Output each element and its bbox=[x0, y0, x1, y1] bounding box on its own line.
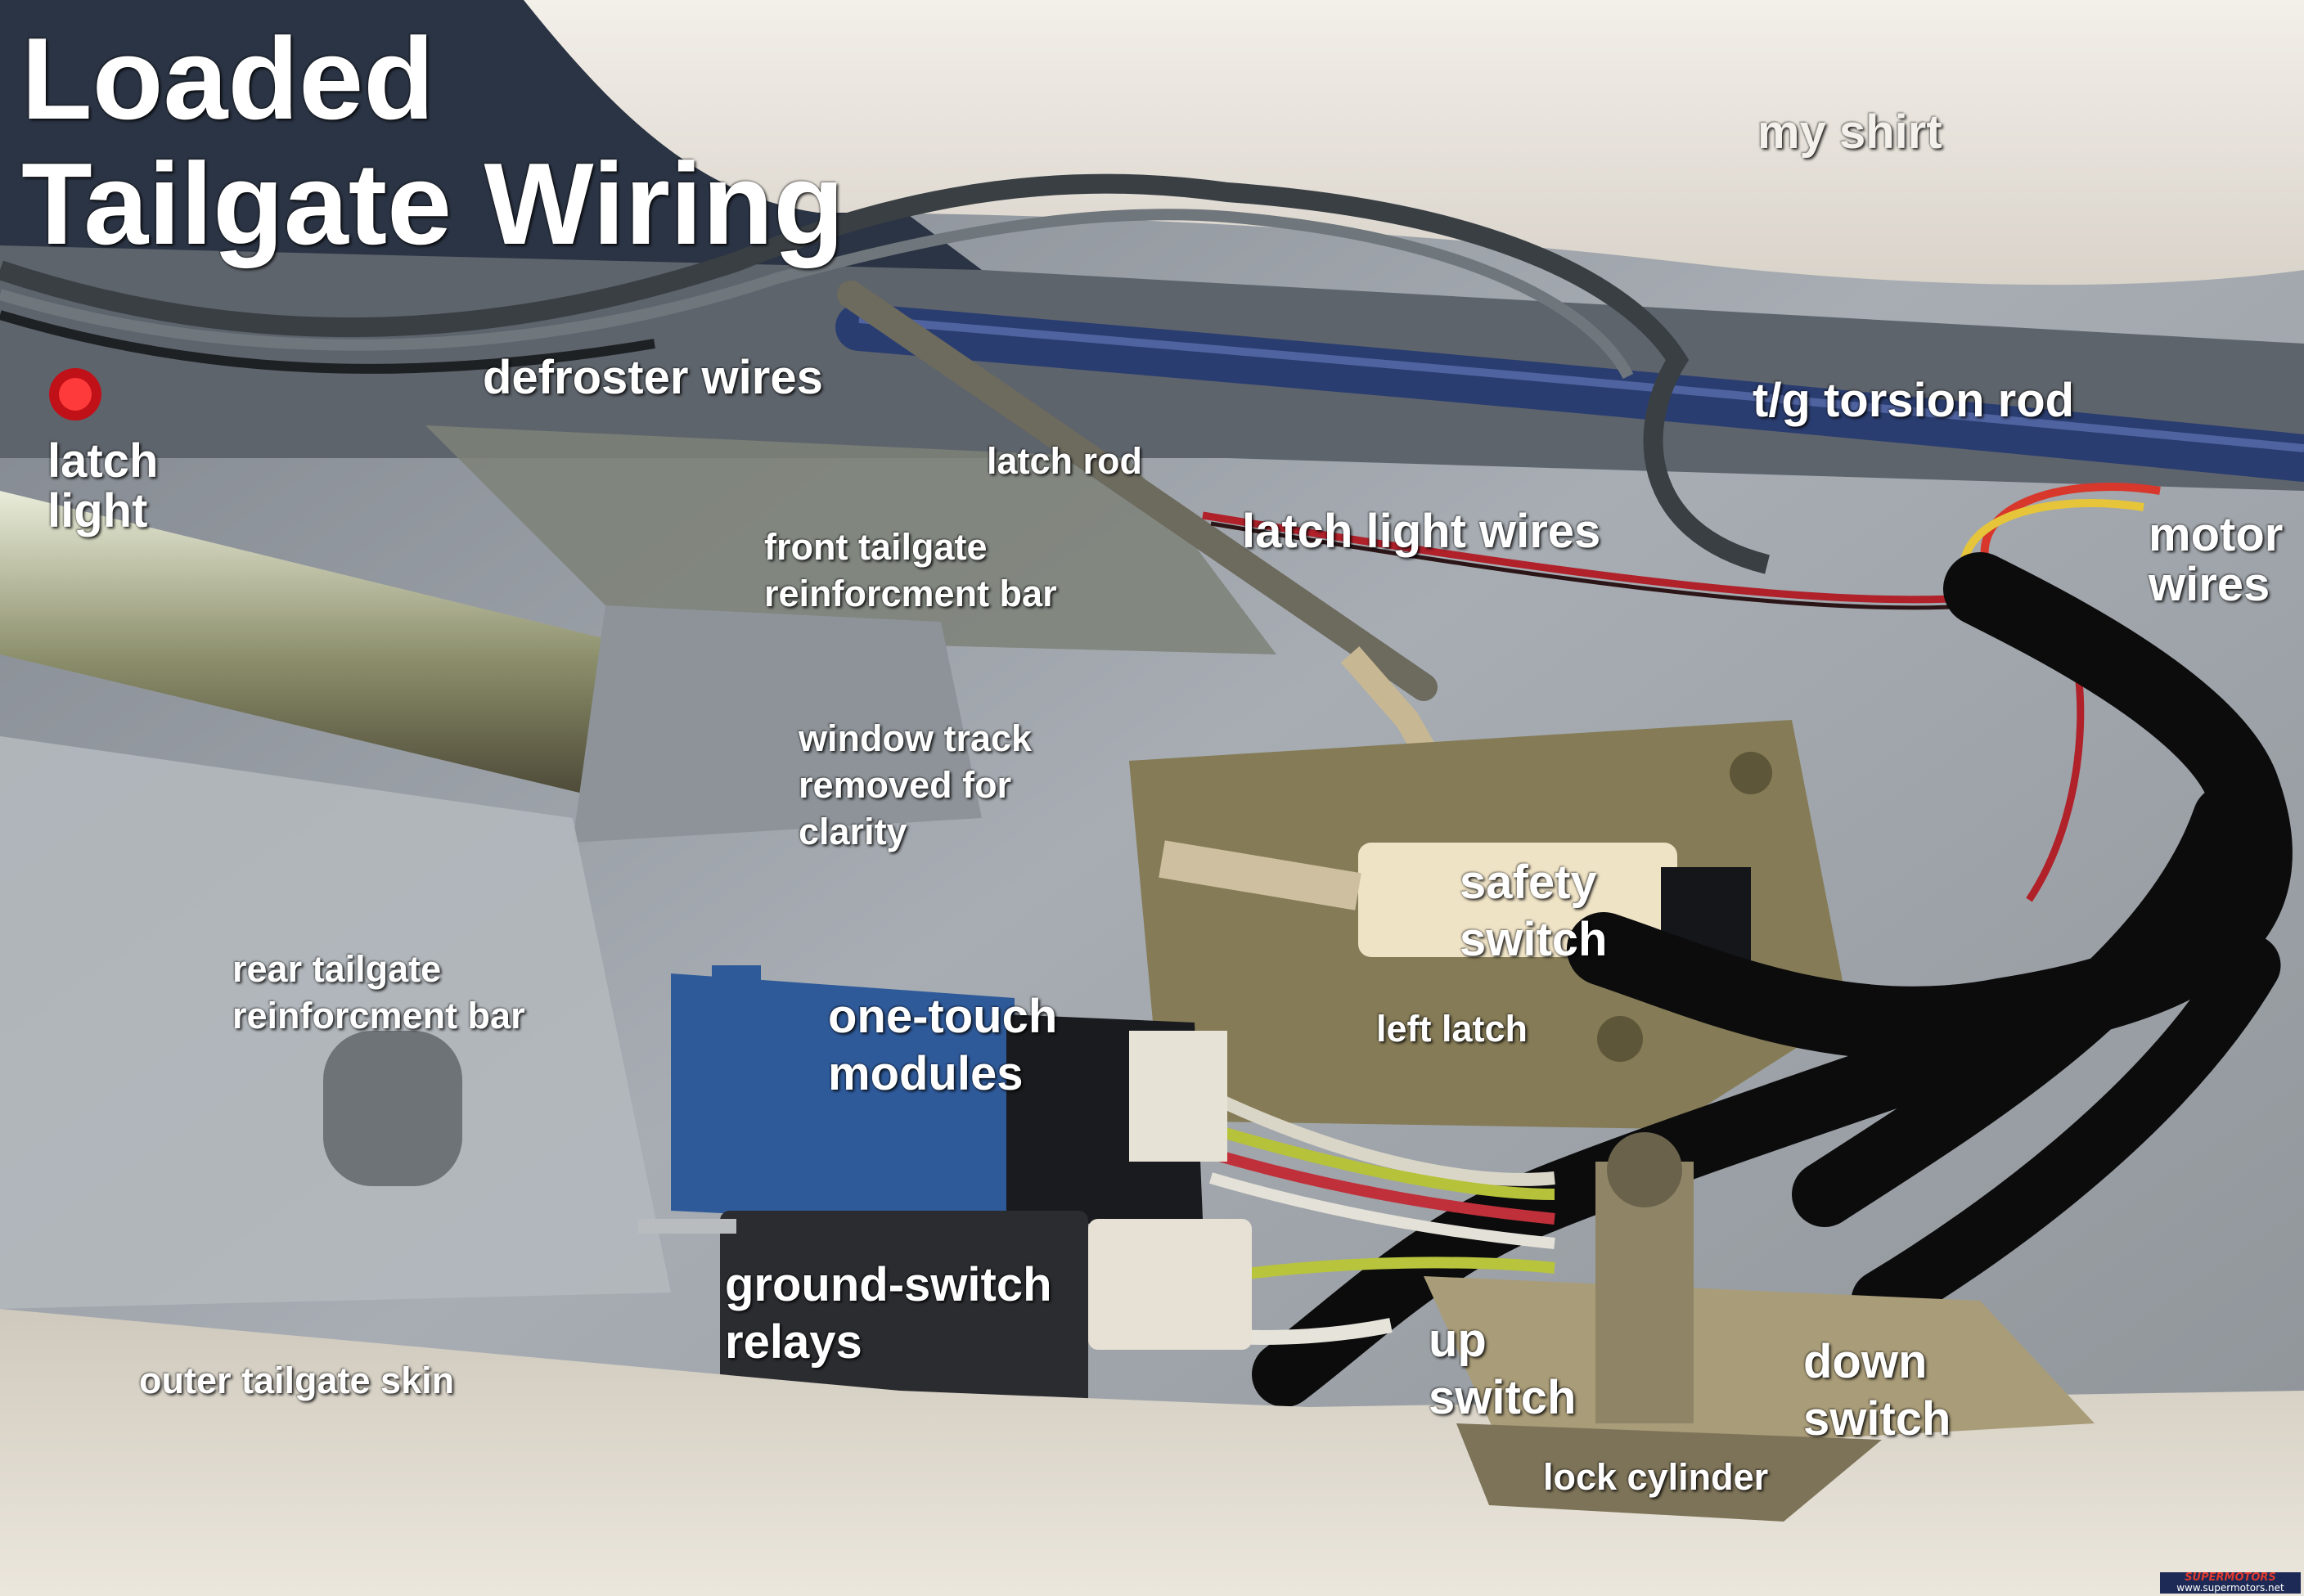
label-latch-light: latch light bbox=[47, 434, 159, 537]
rear-reinforcement-bar bbox=[0, 736, 671, 1309]
label-window-track: window track removed for clarity bbox=[799, 717, 1033, 853]
label-front-reinforcement-bar: front tailgate reinforcment bar bbox=[764, 526, 1057, 615]
watermark-url: www.supermotors.net bbox=[2176, 1582, 2284, 1594]
label-up-switch: up switch bbox=[1429, 1314, 1577, 1424]
defroster-wire bbox=[0, 173, 1770, 574]
label-motor-wires: motor wires bbox=[2149, 508, 2284, 611]
label-latch-light-wires: latch light wires bbox=[1242, 505, 1601, 558]
wire-harness bbox=[1567, 552, 2293, 1060]
window-glass-edge bbox=[0, 491, 720, 826]
label-outer-tailgate-skin: outer tailgate skin bbox=[139, 1360, 455, 1401]
label-tg-torsion-rod: t/g torsion rod bbox=[1753, 374, 2075, 427]
shirt bbox=[524, 0, 2304, 285]
page-title: Loaded Tailgate Wiring bbox=[21, 14, 844, 270]
label-ground-switch-relays: ground-switch relays bbox=[725, 1258, 1052, 1369]
label-my-shirt: my shirt bbox=[1757, 106, 1942, 159]
ground-switch-relays bbox=[720, 1211, 1088, 1407]
front-reinforcement-bar bbox=[425, 425, 1276, 654]
lock-cylinder-assembly bbox=[1424, 1276, 2095, 1456]
label-defroster-wires: defroster wires bbox=[483, 351, 823, 404]
watermark: SUPERMOTORS www.supermotors.net bbox=[2160, 1572, 2301, 1594]
label-safety-switch: safety switch bbox=[1460, 856, 1608, 966]
one-touch-module-blue bbox=[671, 973, 1015, 1227]
latch-rod bbox=[837, 281, 1438, 701]
torsion-rod bbox=[835, 303, 2304, 482]
window-track-bracket bbox=[573, 605, 982, 843]
label-latch-rod: latch rod bbox=[987, 440, 1143, 482]
label-one-touch-modules: one-touch modules bbox=[828, 990, 1058, 1100]
label-lock-cylinder: lock cylinder bbox=[1543, 1456, 1769, 1498]
label-rear-reinforcement-bar: rear tailgate reinforcment bar bbox=[232, 948, 525, 1037]
outer-tailgate-skin bbox=[0, 1309, 2304, 1596]
label-down-switch: down switch bbox=[1803, 1335, 1951, 1445]
watermark-brand: SUPERMOTORS bbox=[2185, 1571, 2276, 1584]
label-left-latch: left latch bbox=[1376, 1008, 1528, 1050]
